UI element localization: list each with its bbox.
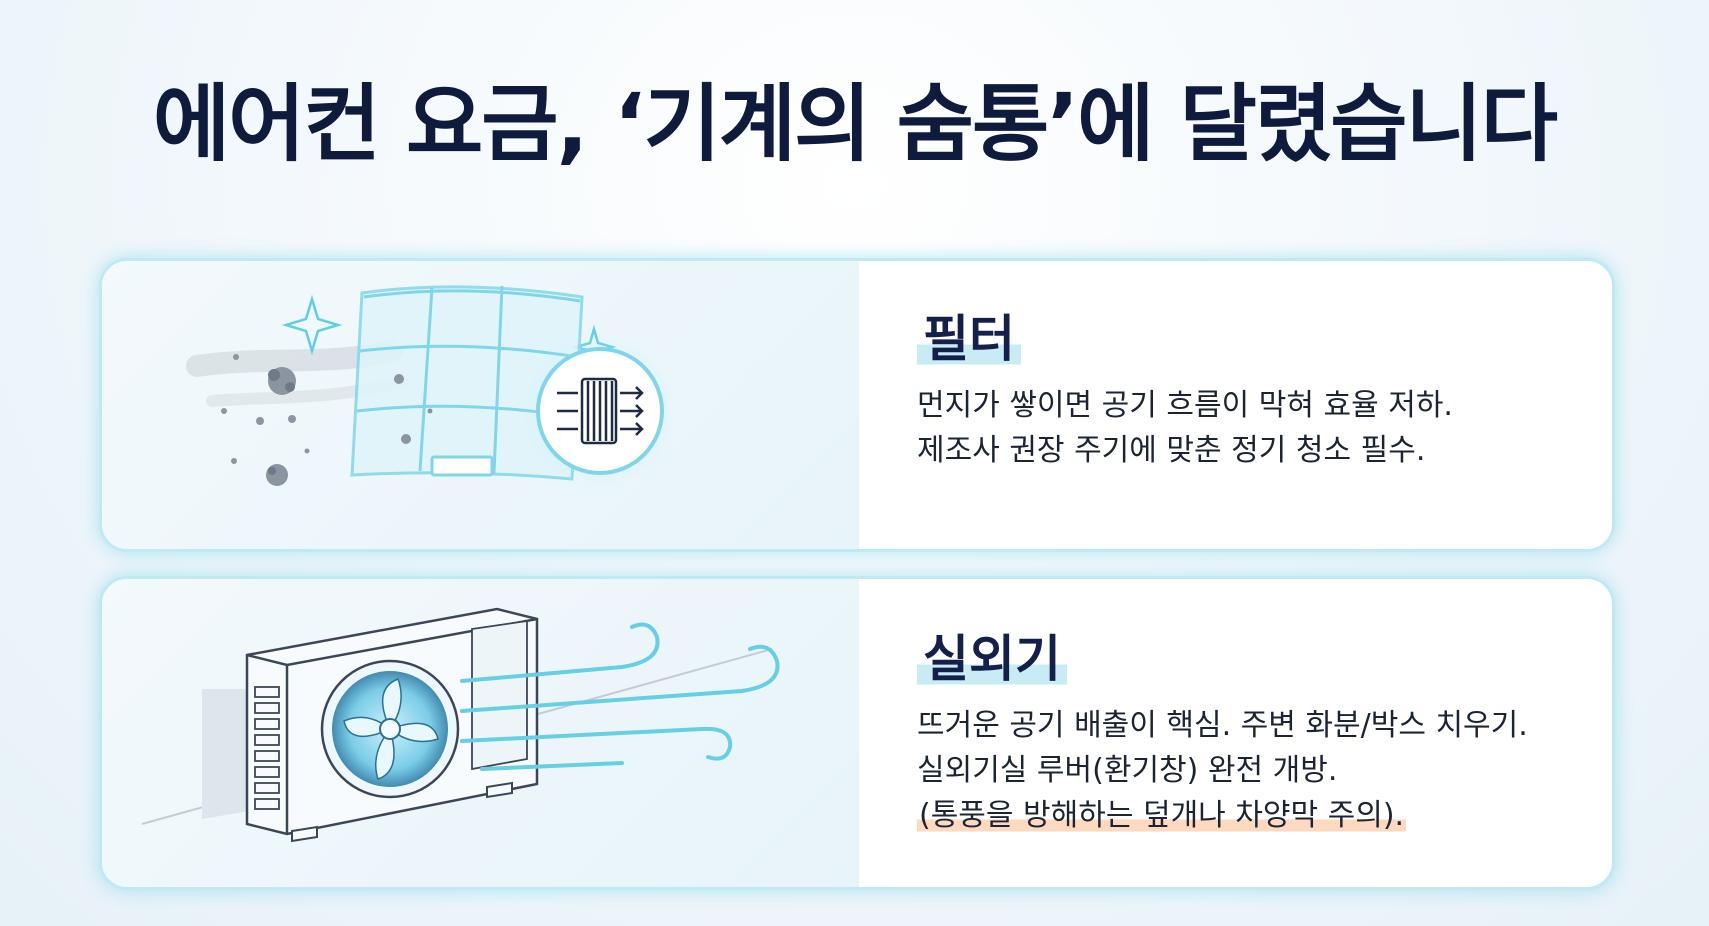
outdoor-unit-heading: 실외기 [917,630,1067,689]
filter-line-1: 먼지가 쌓이면 공기 흐름이 막혀 효율 저하. [917,387,1453,423]
outdoor-unit-card: 실외기 뜨거운 공기 배출이 핵심. 주변 화분/박스 치우기. 실외기실 루버… [99,576,1615,890]
dust-particle-icon [268,367,296,395]
outdoor-line-2: 실외기실 루버(환기창) 완전 개방. [917,752,1338,788]
filter-line-2: 제조사 권장 주기에 맞춘 정기 청소 필수. [917,432,1426,468]
outdoor-line-1: 뜨거운 공기 배출이 핵심. 주변 화분/박스 치우기. [917,707,1528,743]
outdoor-unit-text: 실외기 뜨거운 공기 배출이 핵심. 주변 화분/박스 치우기. 실외기실 루버… [917,630,1582,838]
filter-heading: 필터 [917,310,1021,369]
filter-text: 필터 먼지가 쌓이면 공기 흐름이 막혀 효율 저하. 제조사 권장 주기에 맞… [917,310,1582,473]
outdoor-line-3: (통풍을 방해하는 덮개나 차양막 주의). [917,793,1582,838]
outdoor-warning-text: (통풍을 방해하는 덮개나 차양막 주의). [917,797,1407,833]
filter-illustration [102,261,859,549]
outdoor-unit-illustration [102,579,859,887]
page-title: 에어컨 요금, ‘기계의 숨통’에 달렸습니다 [152,75,1558,173]
sparkle-icon [281,294,343,356]
filter-card: 필터 먼지가 쌓이면 공기 흐름이 막혀 효율 저하. 제조사 권장 주기에 맞… [99,258,1615,552]
filter-airflow-icon [557,377,644,445]
wind-icon [460,622,780,771]
air-filter-icon [186,285,678,489]
outdoor-unit-icon [141,607,780,843]
